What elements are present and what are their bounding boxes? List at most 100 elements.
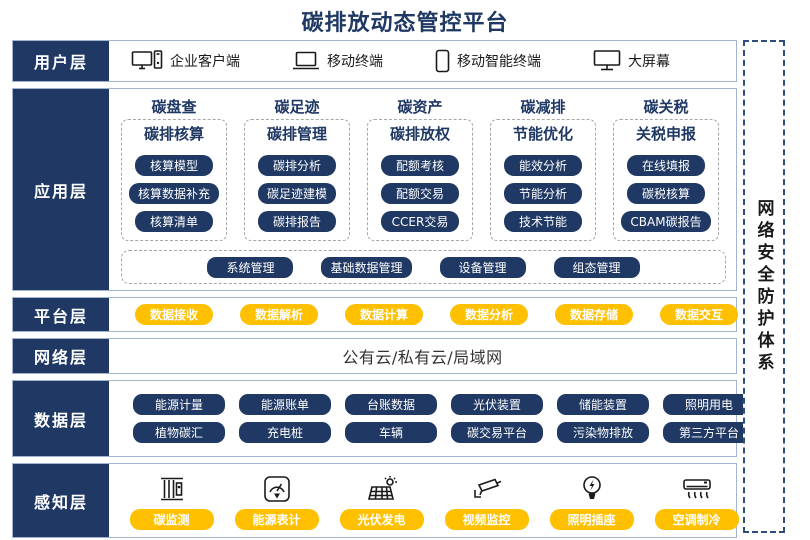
application-columns: 碳盘查 碳排核算 核算模型 核算数据补充 核算清单 碳足迹 碳排管理 — [121, 97, 726, 241]
app-item: 核算数据补充 — [128, 183, 219, 204]
security-system-text: 网络安全防护体系 — [753, 198, 774, 375]
platform-item: 数据计算 — [345, 304, 423, 325]
platform-item: 数据解析 — [240, 304, 318, 325]
app-column-box: 碳排核算 核算模型 核算数据补充 核算清单 — [121, 119, 227, 241]
app-column-carbon-inventory: 碳盘查 碳排核算 核算模型 核算数据补充 核算清单 — [121, 97, 227, 241]
app-item: 核算模型 — [135, 155, 213, 176]
user-device-row: 企业客户端 移动终端 — [109, 41, 736, 81]
perception-layer-band: 感知层 — [12, 463, 739, 538]
app-column-subtitle: 节能优化 — [512, 125, 573, 143]
sensor-ac-cooling: 空调制冷 — [648, 471, 745, 530]
lightbulb-icon — [581, 471, 603, 503]
common-module: 设备管理 — [439, 256, 526, 278]
data-source: 污染物排放 — [557, 422, 649, 443]
solar-panel-icon — [366, 471, 398, 503]
device-label: 移动智能终端 — [457, 54, 541, 70]
energy-meter-icon — [263, 471, 291, 503]
data-source: 植物碳汇 — [133, 422, 225, 443]
sensor-label: 空调制冷 — [654, 509, 739, 530]
monitor-icon — [593, 49, 621, 73]
data-source: 车辆 — [345, 422, 437, 443]
carbon-monitor-icon — [158, 471, 186, 503]
app-column-carbon-asset: 碳资产 碳排放权 配额考核 配额交易 CCER交易 — [367, 97, 473, 241]
device-label: 移动终端 — [327, 54, 383, 70]
app-item: CBAM碳报告 — [621, 211, 711, 232]
app-item: 碳排分析 — [258, 155, 336, 176]
device-mobile-terminal: 移动终端 — [292, 50, 383, 72]
network-layer-band: 网络层 公有云/私有云/局域网 — [12, 338, 737, 374]
platform-layer-label: 平台层 — [13, 298, 109, 331]
app-column-title: 碳减排 — [520, 98, 566, 116]
app-column-title: 碳资产 — [397, 98, 443, 116]
data-source: 能源计量 — [133, 394, 225, 415]
data-source: 第三方平台 — [663, 422, 755, 443]
app-column-box: 碳排管理 碳排分析 碳足迹建模 碳排报告 — [244, 119, 350, 241]
application-layer-band: 应用层 碳盘查 碳排核算 核算模型 核算数据补充 核算清单 — [12, 88, 737, 291]
device-enterprise-client: 企业客户端 — [131, 49, 240, 73]
platform-item: 数据接收 — [135, 304, 213, 325]
app-item: 能效分析 — [504, 155, 582, 176]
smartphone-icon — [435, 49, 450, 73]
data-source: 充电桩 — [239, 422, 331, 443]
data-row: 能源计量 能源账单 台账数据 光伏装置 储能装置 照明用电 — [133, 394, 755, 415]
data-source: 碳交易平台 — [451, 422, 543, 443]
sensor-label: 碳监测 — [129, 509, 214, 530]
data-source: 光伏装置 — [451, 394, 543, 415]
platform-item: 数据存储 — [555, 304, 633, 325]
app-item: 配额考核 — [381, 155, 459, 176]
app-item: 节能分析 — [504, 183, 582, 204]
app-column-box: 碳排放权 配额考核 配额交易 CCER交易 — [367, 119, 473, 241]
layer-stack: 用户层 — [12, 40, 755, 538]
app-common-modules-box: 系统管理 基础数据管理 设备管理 组态管理 — [121, 250, 726, 284]
data-sources-grid: 能源计量 能源账单 台账数据 光伏装置 储能装置 照明用电 植物碳汇 充电桩 车… — [109, 381, 755, 456]
app-item: 在线填报 — [627, 155, 705, 176]
security-system-panel: 网络安全防护体系 — [743, 40, 785, 533]
cctv-camera-icon — [471, 471, 503, 503]
device-big-screen: 大屏幕 — [593, 49, 670, 73]
device-smart-mobile: 移动智能终端 — [435, 49, 541, 73]
app-item: 配额交易 — [381, 183, 459, 204]
data-source: 储能装置 — [557, 394, 649, 415]
common-module: 系统管理 — [207, 256, 294, 278]
app-item: 核算清单 — [135, 211, 213, 232]
application-layer-label: 应用层 — [13, 89, 109, 290]
data-row: 植物碳汇 充电桩 车辆 碳交易平台 污染物排放 第三方平台 — [133, 422, 755, 443]
app-column-box: 关税申报 在线填报 碳税核算 CBAM碳报告 — [613, 119, 719, 241]
sensor-video-surveillance: 视频监控 — [438, 471, 535, 530]
sensor-solar-power: 光伏发电 — [333, 471, 430, 530]
data-source: 台账数据 — [345, 394, 437, 415]
page-title: 碳排放动态管控平台 — [301, 11, 509, 36]
network-layer-text: 公有云/私有云/局域网 — [342, 348, 503, 367]
sensor-energy-meter: 能源表计 — [228, 471, 325, 530]
data-layer-band: 数据层 能源计量 能源账单 台账数据 光伏装置 储能装置 照明用电 植物碳汇 充… — [12, 380, 755, 457]
platform-items-row: 数据接收 数据解析 数据计算 数据分析 数据存储 数据交互 — [109, 298, 738, 331]
app-column-subtitle: 关税申报 — [635, 125, 696, 143]
common-module: 组态管理 — [553, 256, 640, 278]
app-item: 碳排报告 — [258, 211, 336, 232]
data-source: 照明用电 — [663, 394, 755, 415]
laptop-icon — [292, 50, 320, 72]
app-column-box: 节能优化 能效分析 节能分析 技术节能 — [490, 119, 596, 241]
app-column-carbon-reduction: 碳减排 节能优化 能效分析 节能分析 技术节能 — [490, 97, 596, 241]
sensor-label: 照明插座 — [549, 509, 634, 530]
app-column-title: 碳盘查 — [151, 98, 197, 116]
air-conditioner-icon — [681, 471, 713, 503]
sensor-carbon-monitoring: 碳监测 — [123, 471, 220, 530]
device-label: 企业客户端 — [170, 54, 240, 70]
sensor-label: 视频监控 — [444, 509, 529, 530]
desktop-pc-icon — [131, 49, 163, 73]
user-layer-label: 用户层 — [13, 41, 109, 81]
user-layer-band: 用户层 — [12, 40, 737, 82]
platform-layer-band: 平台层 数据接收 数据解析 数据计算 数据分析 数据存储 数据交互 — [12, 297, 738, 332]
app-item: 技术节能 — [504, 211, 582, 232]
app-column-subtitle: 碳排放权 — [389, 125, 450, 143]
app-column-subtitle: 碳排核算 — [143, 125, 204, 143]
perception-layer-label: 感知层 — [13, 464, 109, 537]
data-layer-label: 数据层 — [13, 381, 109, 456]
app-item: CCER交易 — [381, 211, 459, 232]
network-layer-label: 网络层 — [13, 339, 109, 373]
sensor-label: 能源表计 — [234, 509, 319, 530]
app-item: 碳足迹建模 — [257, 183, 336, 204]
device-label: 大屏幕 — [628, 54, 670, 70]
